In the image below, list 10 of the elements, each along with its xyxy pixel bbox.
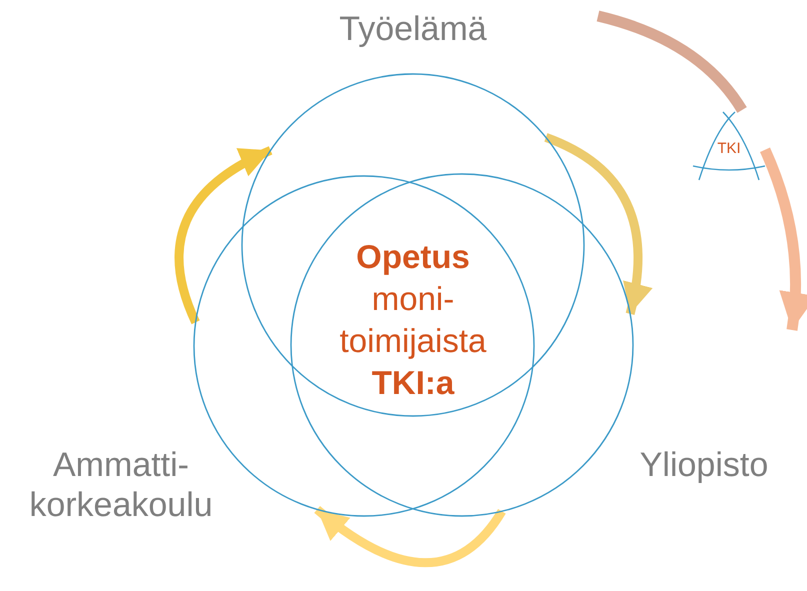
triangle-label: TKI — [716, 140, 742, 158]
circle-label: Työelämä — [338, 9, 488, 49]
circle-label: Yliopisto — [638, 445, 770, 485]
curved-arrow — [314, 506, 506, 568]
circle-label: Ammatti- korkeakoulu — [28, 445, 214, 525]
curved-arrow — [174, 146, 272, 324]
center-text: Opetus moni- toimijaista TKI:a — [338, 237, 488, 403]
curved-triangle — [693, 110, 765, 182]
curved-arrow — [760, 148, 807, 331]
curved-arrow — [544, 133, 652, 315]
